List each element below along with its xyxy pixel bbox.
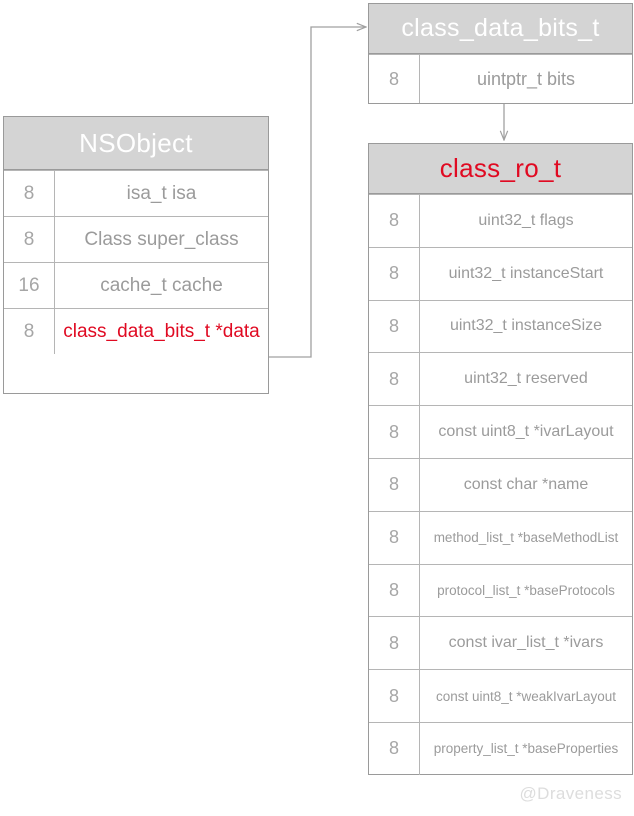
row-size: 8 (369, 353, 420, 406)
table-row: 16 cache_t cache (4, 262, 268, 308)
row-field: const uint8_t *ivarLayout (438, 423, 614, 441)
row-size: 8 (369, 670, 420, 722)
row-size: 8 (369, 55, 420, 103)
table-row: 8 uintptr_t bits (369, 54, 632, 103)
arrow-data-to-class-data-bits (269, 27, 366, 358)
watermark: @Draveness (519, 784, 622, 803)
row-size: 8 (369, 406, 420, 458)
row-size: 8 (369, 722, 420, 775)
table-class-ro-t-title: class_ro_t (369, 144, 632, 194)
table-row: 8 property_list_t *baseProperties (369, 721, 632, 775)
row-size: 8 (369, 511, 420, 564)
table-row: 8 protocol_list_t *baseProtocols (369, 563, 632, 617)
table-row: 8 class_data_bits_t *data (4, 308, 268, 354)
row-size: 16 (4, 263, 55, 308)
table-row: 8 method_list_t *baseMethodList (369, 510, 632, 564)
row-field: protocol_list_t *baseProtocols (437, 582, 615, 598)
row-size: 8 (4, 309, 55, 354)
table-row: 8 uint32_t flags (369, 194, 632, 247)
row-size: 8 (4, 217, 55, 262)
table-row: 8 const uint8_t *ivarLayout (369, 405, 632, 458)
table-nsobject: NSObject 8 isa_t isa 8 Class super_class… (3, 116, 269, 394)
row-field: uint32_t flags (478, 211, 574, 229)
row-size: 8 (4, 171, 55, 216)
row-field-data-pointer: class_data_bits_t *data (63, 320, 260, 342)
row-field: const uint8_t *weakIvarLayout (435, 688, 617, 704)
row-field: method_list_t *baseMethodList (433, 530, 619, 546)
row-size: 8 (369, 195, 420, 247)
row-field: const ivar_list_t *ivars (448, 634, 604, 652)
row-field: uint32_t reserved (464, 370, 588, 388)
table-row: 8 uint32_t instanceSize (369, 299, 632, 353)
table-row: 8 uint32_t instanceStart (369, 246, 632, 300)
table-row: 8 Class super_class (4, 216, 268, 262)
row-field: Class super_class (84, 228, 239, 250)
row-field: cache_t cache (100, 274, 223, 296)
table-row: 8 const ivar_list_t *ivars (369, 616, 632, 670)
table-row: 8 const uint8_t *weakIvarLayout (369, 669, 632, 722)
row-size: 8 (369, 617, 420, 670)
table-nsobject-title: NSObject (4, 117, 268, 170)
table-row: 8 const char *name (369, 457, 632, 511)
table-class-data-bits-t-title: class_data_bits_t (369, 4, 632, 54)
row-field: uint32_t instanceStart (448, 264, 604, 282)
row-field: uint32_t instanceSize (449, 317, 603, 335)
row-size: 8 (369, 247, 420, 300)
row-field: isa_t isa (126, 182, 197, 204)
row-size: 8 (369, 300, 420, 353)
row-field: uintptr_t bits (476, 68, 576, 89)
row-field: property_list_t *baseProperties (433, 741, 619, 757)
row-field: const char *name (463, 475, 589, 493)
row-size: 8 (369, 458, 420, 511)
table-class-ro-t: class_ro_t 8 uint32_t flags 8 uint32_t i… (368, 143, 633, 775)
table-class-data-bits-t: class_data_bits_t 8 uintptr_t bits (368, 3, 633, 104)
table-row: 8 isa_t isa (4, 170, 268, 216)
table-row: 8 uint32_t reserved (369, 352, 632, 406)
row-size: 8 (369, 564, 420, 617)
